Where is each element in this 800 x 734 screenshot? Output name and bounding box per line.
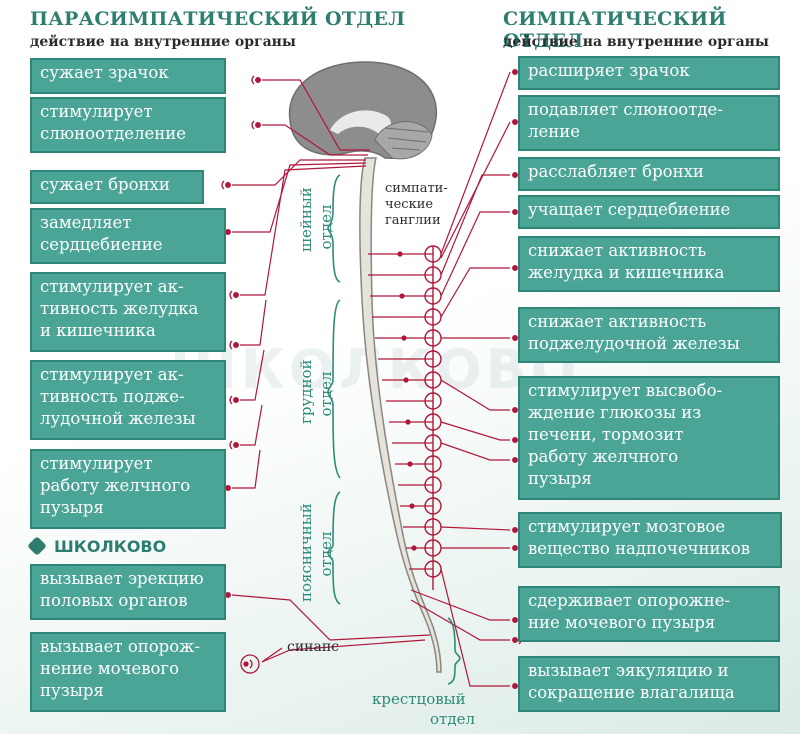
box-line: половых органов [40, 591, 188, 610]
box-line: замедляет [40, 213, 132, 232]
right-box-heart-fast: учащает сердцебиение [518, 195, 780, 229]
right-box-ejaculation: вызывает эякуляцию и сокращение влагалищ… [518, 656, 780, 712]
synapse-icon [240, 647, 283, 674]
right-box-salivation-inhibit: подавляет слюноотде- ление [518, 95, 780, 151]
left-box-pancreas-stimulate: стимулирует ак- тивность поджe- лудочной… [30, 360, 226, 440]
box-line: пузыря [40, 681, 104, 700]
box-line: вызывает опорож- [40, 637, 200, 656]
sympathetic-nerves [410, 71, 511, 687]
box-line: вызывает эякуляцию и [528, 661, 729, 680]
box-line: сужает бронхи [40, 175, 170, 194]
box-line: учащает сердцебиение [528, 200, 731, 219]
box-line: печени, тормозит [528, 425, 684, 444]
box-line: поджелудочной железы [528, 334, 740, 353]
box-line: стимулирует [40, 454, 153, 473]
box-line: сужает зрачок [40, 63, 169, 82]
box-line: снижает активность [528, 312, 707, 331]
box-line: вызывает эрекцию [40, 569, 204, 588]
right-box-adrenal-medulla: стимулирует мозговое вещество надпочечни… [518, 512, 782, 568]
logo-text: ШКОЛКОВО [54, 537, 167, 556]
box-line: подавляет слюноотде- [528, 100, 723, 119]
left-box-bronchi-constrict: сужает бронхи [30, 170, 204, 204]
box-line: сдерживает опорожне- [528, 591, 731, 610]
pencil-icon [27, 536, 47, 556]
box-line: расслабляет бронхи [528, 162, 704, 181]
parasympathetic-title: ПАРАСИМПАТИЧЕСКИЙ ОТДЕЛ [30, 8, 406, 30]
region-thoracic-label-1: грудной [297, 359, 315, 424]
box-line: работу желчного [528, 447, 679, 466]
box-line: сердцебиение [40, 235, 163, 254]
left-box-stomach-stimulate: стимулирует ак- тивность желудка и кишеч… [30, 272, 226, 352]
box-line: ление [528, 122, 581, 141]
region-cervical-label-2: отдел [317, 204, 335, 250]
sympathetic-ganglia-chain [424, 245, 442, 590]
box-line: пузыря [40, 498, 104, 517]
school-logo: ШКОЛКОВО [27, 536, 167, 556]
box-line: тивность поджe- [40, 387, 185, 406]
region-brackets [327, 174, 461, 685]
region-sacral-label-1: крестцовый [372, 690, 466, 708]
box-line: тивность желудка [40, 299, 199, 318]
synapse-label: синапс [287, 639, 340, 655]
box-line: стимулирует [40, 102, 153, 121]
box-line: стимулирует ак- [40, 365, 184, 384]
box-line: и кишечника [40, 321, 156, 340]
box-line: ние мочевого пузыря [528, 613, 716, 632]
spinal-cord [359, 157, 442, 673]
box-line: нение мочевого [40, 659, 180, 678]
region-lumbar-label-2: отдел [317, 531, 335, 577]
box-line: стимулирует высвобо- [528, 381, 723, 400]
left-box-heart-slow: замедляет сердцебиение [30, 208, 226, 264]
right-box-bladder-restrain: сдерживает опорожне- ние мочевого пузыря [518, 586, 780, 642]
parasympathetic-synapse-icons [221, 75, 261, 600]
right-box-bronchi-relax: расслабляет бронхи [518, 157, 780, 191]
right-box-pancreas-reduce: снижает активность поджелудочной железы [518, 307, 780, 363]
ganglia-label-2: ческие [385, 197, 434, 212]
sympathetic-subtitle: действие на внутренние органы [503, 34, 769, 50]
box-line: снижает активность [528, 241, 707, 260]
box-line: ждение глюкозы из [528, 403, 702, 422]
ganglia-label-1: симпати- [385, 181, 448, 196]
box-line: вещество надпочечников [528, 539, 751, 558]
region-lumbar-label-1: поясничный [297, 503, 315, 602]
left-box-pupil-constrict: сужает зрачок [30, 58, 226, 94]
region-thoracic-label-2: отдел [317, 371, 335, 417]
left-box-erection: вызывает эрекцию половых органов [30, 564, 226, 620]
left-box-salivation: стимулирует слюноотделение [30, 97, 226, 153]
right-box-glucose-release: стимулирует высвобо- ждение глюкозы из п… [518, 376, 780, 500]
box-line: сокращение влагалища [528, 683, 735, 702]
parasympathetic-nerves [231, 79, 431, 663]
box-line: работу желчного [40, 476, 191, 495]
parasympathetic-subtitle: действие на внутренние органы [30, 34, 296, 50]
box-line: расширяет зрачок [528, 61, 690, 80]
left-box-gallbladder-stimulate: стимулирует работу желчного пузыря [30, 449, 226, 529]
box-line: слюноотделение [40, 124, 187, 143]
right-box-pupil-dilate: расширяет зрачок [518, 56, 780, 90]
box-line: лудочной железы [40, 409, 196, 428]
sympathetic-title: СИМПАТИЧЕСКИЙ ОТДЕЛ [503, 8, 727, 52]
right-box-stomach-reduce: снижает активность желудка и кишечника [518, 236, 780, 292]
box-line: стимулирует ак- [40, 277, 184, 296]
box-line: пузыря [528, 469, 592, 488]
box-line: стимулирует мозговое [528, 517, 726, 536]
region-sacral-label-2: отдел [430, 710, 475, 728]
box-line: желудка и кишечника [528, 263, 725, 282]
region-cervical-label-1: шейный [297, 187, 315, 252]
ganglia-label-3: ганглии [385, 213, 441, 228]
left-box-bladder-empty: вызывает опорож- нение мочевого пузыря [30, 632, 226, 712]
